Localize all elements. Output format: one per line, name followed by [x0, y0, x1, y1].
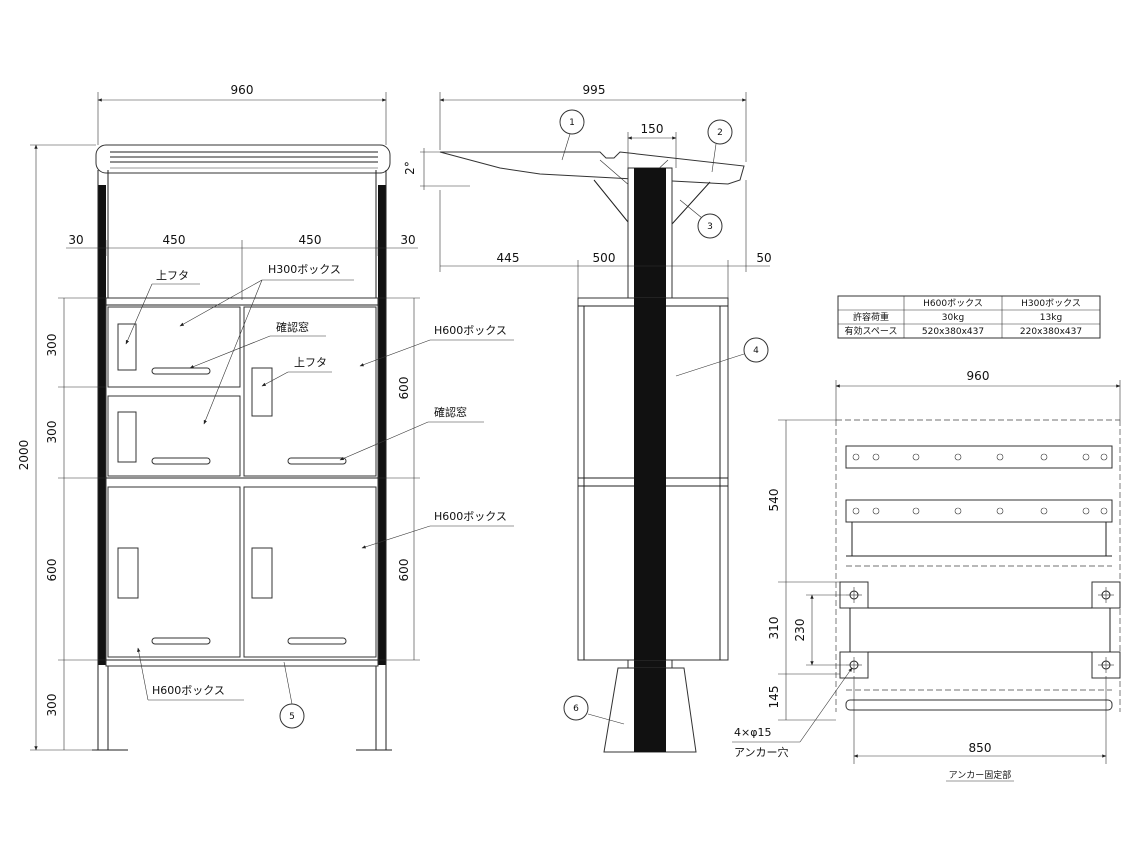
balloon-6: [563, 695, 589, 721]
left-post: [98, 185, 106, 665]
balloon-2-label: 2: [717, 128, 723, 138]
anchor-h230-dim: 230: [793, 619, 807, 642]
h600-right-bottom-dim: 600: [397, 559, 411, 582]
rail-holes-mid: [852, 507, 1108, 515]
col-left-dim: 450: [163, 233, 186, 247]
hole-note: 4×φ15: [734, 726, 771, 739]
h600-left-dim: 600: [45, 559, 59, 582]
angle-dim: 2°: [403, 161, 417, 175]
anchor-view: 960: [732, 369, 1121, 782]
right-overhang-dim: 50: [756, 251, 771, 265]
h300-base-dim: 300: [45, 694, 59, 717]
hole-label: アンカー穴: [734, 745, 789, 759]
front-height-dim: 2000: [17, 440, 31, 471]
spec-cell-space-h600: 520x380x437: [922, 327, 984, 337]
spec-row-label-space: 有効スペース: [845, 325, 898, 337]
anchor-h540-dim: 540: [767, 489, 781, 512]
anchor-caption: アンカー固定部: [949, 769, 1012, 781]
callout-h600-box-2: H600ボックス: [434, 510, 507, 523]
h600-box-bottom-right: [243, 486, 377, 658]
balloon-1: [559, 109, 585, 135]
anchor-span-dim: 850: [969, 741, 992, 755]
rail-holes-top: [852, 453, 1108, 461]
spec-table: H600ボックス H300ボックス 許容荷重 30kg 13kg 有効スペース …: [837, 295, 1101, 339]
balloon-4: [743, 337, 769, 363]
balloon-5-label: 5: [289, 712, 295, 722]
box-depth-dim: 500: [593, 251, 616, 265]
side-depth-dim: 995: [583, 83, 606, 97]
anchor-width-dim: 960: [967, 369, 990, 383]
callout-lid-1: 上フタ: [156, 269, 189, 282]
callout-h300-box: H300ボックス: [268, 263, 341, 276]
left-overhang-dim: 445: [497, 251, 520, 265]
balloon-3-label: 3: [707, 222, 713, 232]
balloon-1-label: 1: [569, 118, 575, 128]
right-post: [378, 185, 386, 665]
h300-b-dim: 300: [45, 421, 59, 444]
side-canopy: [439, 151, 745, 185]
anchor-h310-dim: 310: [767, 617, 781, 640]
callout-window-1: 確認窓: [276, 320, 309, 334]
roof: [95, 144, 391, 174]
callout-lid-2: 上フタ: [294, 356, 327, 369]
balloon-4-label: 4: [753, 346, 759, 356]
front-view: 960 30 450 450 30 2000 300 300 600 300 6…: [17, 83, 514, 751]
balloon-6-label: 6: [573, 704, 579, 714]
anchor-h145-dim: 145: [767, 686, 781, 709]
spec-cell-load-h600: 30kg: [942, 313, 964, 323]
balloon-2: [707, 119, 733, 145]
h600-right-top-dim: 600: [397, 377, 411, 400]
spec-row-label-load: 許容荷重: [853, 311, 889, 323]
callout-window-2: 確認窓: [434, 405, 467, 419]
side-gap-right-dim: 30: [400, 233, 415, 247]
side-view: 995 150 2° 445 500 50 1 2 3 4: [403, 83, 772, 753]
front-width-dim: 960: [231, 83, 254, 97]
spec-cell-load-h300: 13kg: [1040, 313, 1062, 323]
spec-header-h600: H600ボックス: [923, 298, 983, 309]
post-width-dim: 150: [641, 122, 664, 136]
spec-header-h300: H300ボックス: [1021, 298, 1081, 309]
callout-h600-box-3: H600ボックス: [152, 684, 225, 697]
h300-a-dim: 300: [45, 334, 59, 357]
balloon-3: [697, 213, 723, 239]
callout-h600-box-1: H600ボックス: [434, 324, 507, 337]
col-right-dim: 450: [299, 233, 322, 247]
side-gap-left-dim: 30: [68, 233, 83, 247]
balloon-5: [279, 703, 305, 729]
spec-cell-space-h300: 220x380x437: [1020, 327, 1082, 337]
